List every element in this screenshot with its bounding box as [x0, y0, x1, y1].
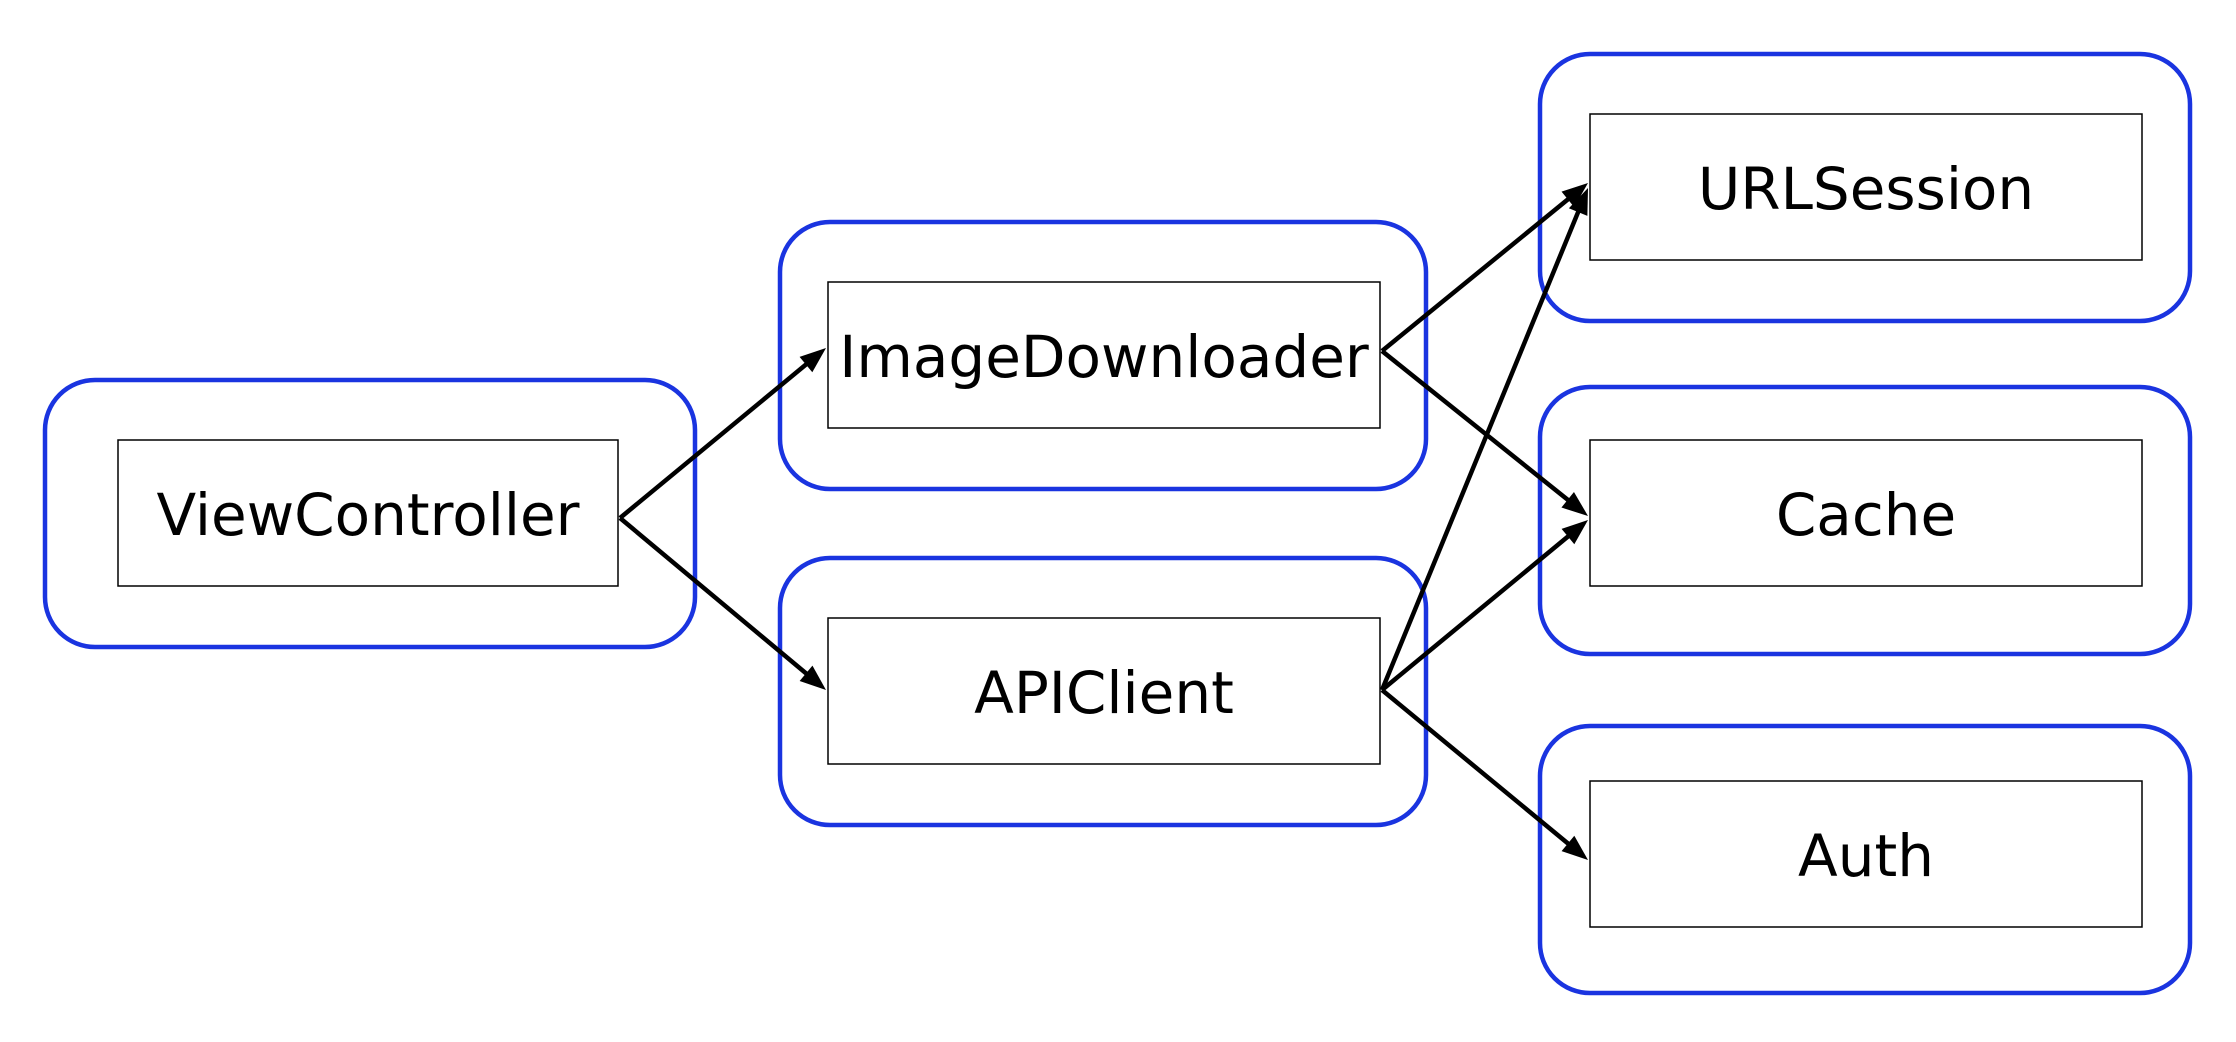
edge-line — [618, 361, 809, 520]
edge-line — [1379, 209, 1581, 691]
edge-line — [1380, 533, 1571, 692]
arrowhead-icon — [1568, 188, 1588, 216]
node-label: URLSession — [1698, 155, 2034, 223]
edge-line — [618, 516, 810, 677]
edges-layer — [618, 183, 1588, 860]
edge-line — [1380, 349, 1571, 503]
node-apiclient: APIClient — [777, 555, 1429, 828]
edge-apiclient-to-urlsession — [1379, 188, 1588, 691]
arrowhead-icon — [799, 665, 826, 690]
node-box — [1589, 439, 2143, 587]
node-auth: Auth — [1537, 723, 2193, 996]
node-imagedownloader: ImageDownloader — [777, 219, 1429, 492]
edge-line — [1380, 688, 1571, 847]
group-border — [1537, 384, 2193, 657]
group-border — [777, 219, 1429, 492]
group-border — [777, 555, 1429, 828]
node-urlsession: URLSession — [1537, 51, 2193, 324]
node-box — [827, 617, 1381, 765]
group-border — [1537, 723, 2193, 996]
edge-apiclient-to-auth — [1380, 688, 1588, 860]
arrowhead-icon — [1561, 520, 1588, 545]
node-label: APIClient — [974, 659, 1234, 727]
node-cache: Cache — [1537, 384, 2193, 657]
edge-imagedownloader-to-cache — [1380, 349, 1588, 516]
arrowhead-icon — [1561, 183, 1588, 208]
node-box — [117, 439, 619, 587]
node-box — [1589, 780, 2143, 928]
edge-imagedownloader-to-urlsession — [1380, 183, 1588, 353]
node-viewcontroller: ViewController — [42, 377, 698, 650]
arrowhead-icon — [1561, 491, 1588, 516]
node-label: Auth — [1798, 822, 1934, 890]
arrowhead-icon — [799, 348, 826, 373]
arrowhead-icon — [1561, 835, 1588, 860]
edge-viewcontroller-to-apiclient — [618, 516, 826, 690]
edge-apiclient-to-cache — [1380, 520, 1588, 692]
group-border — [42, 377, 698, 650]
group-border — [1537, 51, 2193, 324]
node-label: ViewController — [157, 481, 580, 549]
node-label: Cache — [1776, 481, 1956, 549]
node-box — [827, 281, 1381, 429]
edge-line — [1380, 196, 1571, 353]
node-box — [1589, 113, 2143, 261]
edge-viewcontroller-to-imagedownloader — [618, 348, 826, 520]
node-label: ImageDownloader — [839, 323, 1369, 391]
